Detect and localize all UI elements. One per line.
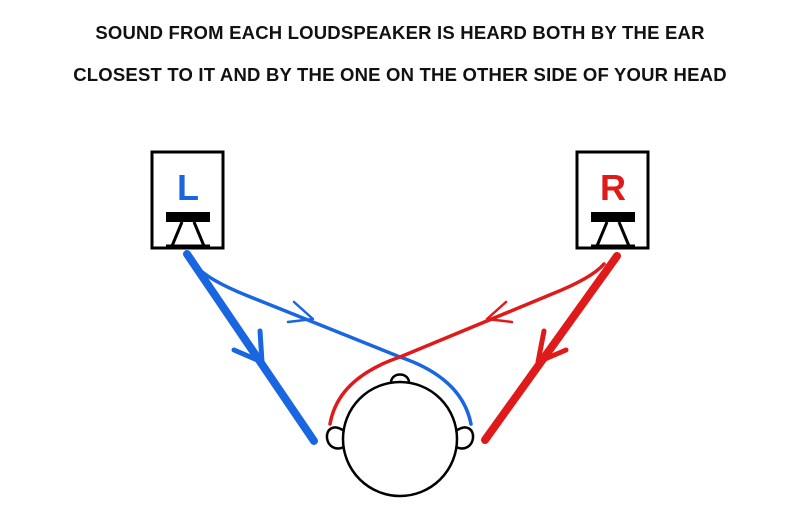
left-speaker-driver-icon <box>166 212 210 248</box>
right-direct-arrowhead-icon <box>535 328 569 365</box>
right-speaker-driver-icon <box>591 212 635 248</box>
left-speaker-label: L <box>177 167 199 208</box>
left-crosstalk-arrowhead-icon <box>286 300 315 324</box>
right-ear-icon <box>455 426 475 450</box>
left-ear-icon <box>325 426 345 450</box>
caption-line-1: SOUND FROM EACH LOUDSPEAKER IS HEARD BOT… <box>95 22 705 43</box>
caption-line-2: CLOSEST TO IT AND BY THE ONE ON THE OTHE… <box>73 64 727 85</box>
left-speaker: L <box>150 150 225 250</box>
nose-icon <box>389 373 411 383</box>
left-speaker-box <box>150 150 225 250</box>
right-crosstalk-path <box>328 262 606 426</box>
left-direct-arrowhead-icon <box>231 328 265 365</box>
head-outline <box>341 380 459 498</box>
right-crosstalk-arrowhead-icon <box>485 300 514 324</box>
right-speaker: R <box>575 150 650 250</box>
right-direct-path <box>481 252 621 444</box>
listener-head-icon <box>325 373 475 498</box>
right-speaker-box <box>575 150 650 250</box>
left-direct-path <box>183 250 318 445</box>
right-speaker-label: R <box>600 167 626 208</box>
